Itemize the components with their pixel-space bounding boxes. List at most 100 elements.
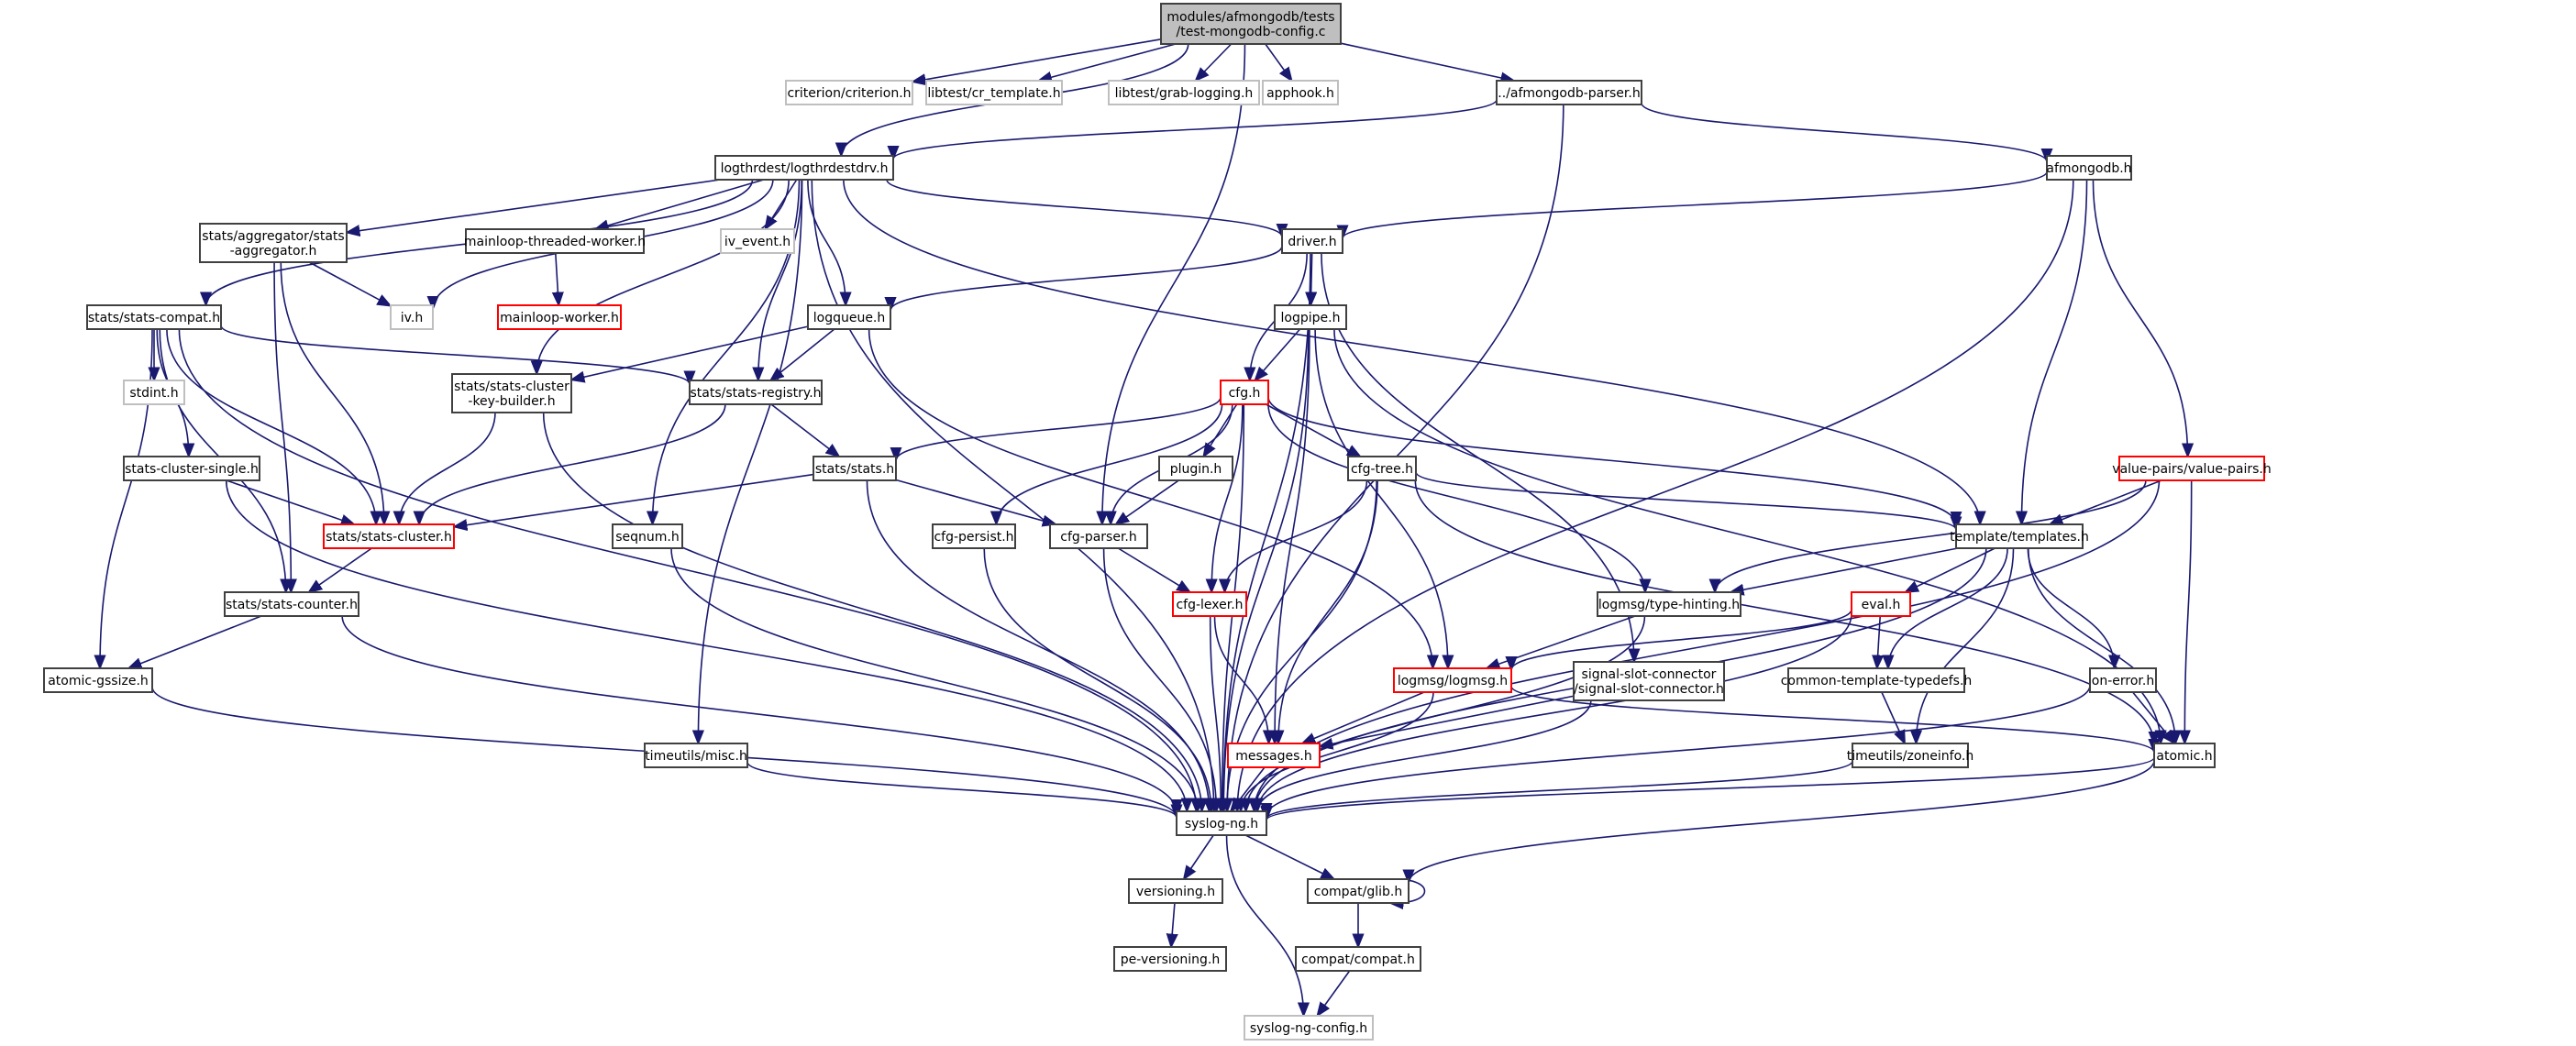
node-compat-compat[interactable]: compat/compat.h (1295, 946, 1421, 972)
edge-logmsg-to-atomic (1510, 686, 2154, 753)
node-stats-registry[interactable]: stats/stats-registry.h (689, 380, 823, 405)
edge-logthrdestdrv-to-stats_aggregator (347, 179, 721, 233)
node-box (1787, 667, 1965, 693)
node-label: mainloop-worker.h (500, 311, 619, 325)
edge-logmsg-to-messages (1302, 691, 1425, 743)
node-box (1295, 946, 1421, 972)
node-afmongodb-parser[interactable]: ../afmongodb-parser.h (1496, 80, 1642, 105)
node-label: stats/aggregator/stats (202, 229, 344, 244)
node-label: logqueue.h (813, 311, 886, 325)
edge-cluster_single-to-stats_cluster (226, 479, 354, 524)
edge-mainloop_threaded-to-mainloop_worker (556, 252, 558, 305)
node-mainloop-threaded[interactable]: mainloop-threaded-worker.h (464, 228, 646, 254)
node-box (451, 373, 572, 413)
node-plugin[interactable]: plugin.h (1158, 456, 1233, 481)
node-stats-stats[interactable]: stats/stats.h (813, 456, 897, 481)
node-logmsg[interactable]: logmsg/logmsg.h (1393, 667, 1512, 693)
node-box (612, 523, 683, 549)
node-driver[interactable]: driver.h (1281, 228, 1343, 254)
node-label: syslog-ng.h (1185, 817, 1258, 831)
node-box (1597, 591, 1741, 617)
node-eval[interactable]: eval.h (1851, 591, 1911, 617)
node-box (1262, 80, 1339, 105)
edge-cfg-to-cfg_tree (1266, 403, 1360, 457)
node-box (785, 80, 913, 105)
node-cluster-single[interactable]: stats-cluster-single.h (123, 456, 260, 481)
node-cfg-persist[interactable]: cfg-persist.h (932, 523, 1016, 549)
node-box (1274, 304, 1347, 330)
edge-value_pairs-to-atomic (2184, 479, 2193, 743)
edge-stats_counter-to-syslog_ng (341, 615, 1177, 812)
node-label: cfg.h (1229, 386, 1261, 401)
node-logpipe[interactable]: logpipe.h (1274, 304, 1347, 330)
node-label: eval.h (1862, 598, 1901, 612)
edge-stats_aggregator-to-iv (308, 261, 391, 306)
node-stats-compat[interactable]: stats/stats-compat.h (86, 304, 222, 330)
node-box (86, 304, 222, 330)
node-label: libtest/cr_template.h (927, 86, 1060, 101)
node-timeutils-misc[interactable]: timeutils/misc.h (644, 743, 748, 768)
node-mainloop-worker[interactable]: mainloop-worker.h (497, 304, 622, 330)
node-label: stats/stats-registry.h (690, 386, 821, 401)
node-box (199, 223, 348, 263)
node-apphook: apphook.h (1262, 80, 1339, 105)
node-stats-counter[interactable]: stats/stats-counter.h (224, 591, 359, 617)
node-type-hinting[interactable]: logmsg/type-hinting.h (1597, 591, 1741, 617)
edge-stats_compat-to-syslog_ng (178, 328, 1196, 811)
edge-logthrdestdrv-to-logqueue (807, 179, 846, 305)
node-box (1496, 80, 1642, 105)
node-label: driver.h (1288, 235, 1336, 249)
edge-type_hinting-to-logmsg (1487, 615, 1636, 668)
edge-stats_compat-to-stats_registry (220, 325, 690, 385)
edge-root-to-grab_logging (1196, 43, 1233, 81)
node-box (644, 743, 748, 768)
node-label: mainloop-threaded-worker.h (464, 235, 646, 249)
edge-syslog_ng-to-versioning (1184, 834, 1214, 879)
node-logqueue[interactable]: logqueue.h (807, 304, 891, 330)
node-label: modules/afmongodb/tests (1166, 10, 1334, 25)
node-cfg-parser[interactable]: cfg-parser.h (1049, 523, 1148, 549)
node-afmongodb[interactable]: afmongodb.h (2046, 155, 2132, 181)
node-key-builder[interactable]: stats/stats-cluster-key-builder.h (451, 373, 572, 413)
node-stats-aggregator[interactable]: stats/aggregator/stats-aggregator.h (199, 223, 348, 263)
edge-stats_aggregator-to-stats_counter (273, 261, 291, 592)
node-cfg-tree[interactable]: cfg-tree.h (1347, 456, 1417, 481)
edge-cfg_tree-to-templates (1415, 471, 1956, 531)
edge-seqnum-to-syslog_ng (670, 547, 1198, 811)
node-atomic-gssize[interactable]: atomic-gssize.h (43, 667, 153, 693)
node-label: -aggregator.h (230, 244, 317, 259)
node-logthrdestdrv[interactable]: logthrdest/logthrdestdrv.h (714, 155, 894, 181)
node-cfg[interactable]: cfg.h (1220, 380, 1269, 405)
edge-driver-to-logqueue (890, 246, 1283, 311)
edge-stats_cluster-to-stats_counter (309, 547, 372, 592)
node-label: common-template-typedefs.h (1781, 674, 1973, 688)
node-pe-versioning[interactable]: pe-versioning.h (1113, 946, 1227, 972)
edge-plugin-to-cfg_parser (1116, 479, 1179, 524)
edge-compat_compat-to-syslog_ng_config (1317, 970, 1351, 1016)
node-cfg-lexer[interactable]: cfg-lexer.h (1172, 591, 1247, 617)
edge-value_pairs-to-templates (2050, 479, 2162, 524)
node-cr-template: libtest/cr_template.h (925, 80, 1063, 105)
node-common-typedefs[interactable]: common-template-typedefs.h (1781, 667, 1973, 693)
node-on-error[interactable]: on-error.h (2089, 667, 2157, 693)
node-value-pairs[interactable]: value-pairs/value-pairs.h (2112, 456, 2272, 481)
node-label: timeutils/misc.h (645, 749, 747, 764)
edge-afmongodb-to-syslog_ng (1237, 179, 2074, 811)
node-signal-slot[interactable]: signal-slot-connector/signal-slot-connec… (1573, 661, 1725, 701)
node-seqnum[interactable]: seqnum.h (612, 523, 683, 549)
edge-cfg_tree-to-messages (1278, 479, 1378, 743)
node-zoneinfo[interactable]: timeutils/zoneinfo.h (1847, 743, 1974, 768)
node-label: cfg-parser.h (1060, 530, 1137, 545)
node-label: template/templates.h (1950, 530, 2089, 545)
edge-logqueue-to-logmsg (868, 328, 1433, 668)
node-label: stats/stats-compat.h (88, 311, 220, 325)
node-versioning[interactable]: versioning.h (1128, 878, 1223, 904)
node-syslog-ng[interactable]: syslog-ng.h (1176, 810, 1267, 836)
node-stats-cluster[interactable]: stats/stats-cluster.h (323, 523, 455, 549)
node-templates[interactable]: template/templates.h (1950, 523, 2089, 549)
node-atomic[interactable]: atomic.h (2153, 743, 2216, 768)
node-box (807, 304, 891, 330)
node-compat-glib[interactable]: compat/glib.h (1307, 878, 1410, 904)
node-messages[interactable]: messages.h (1227, 743, 1321, 768)
node-box (932, 523, 1016, 549)
